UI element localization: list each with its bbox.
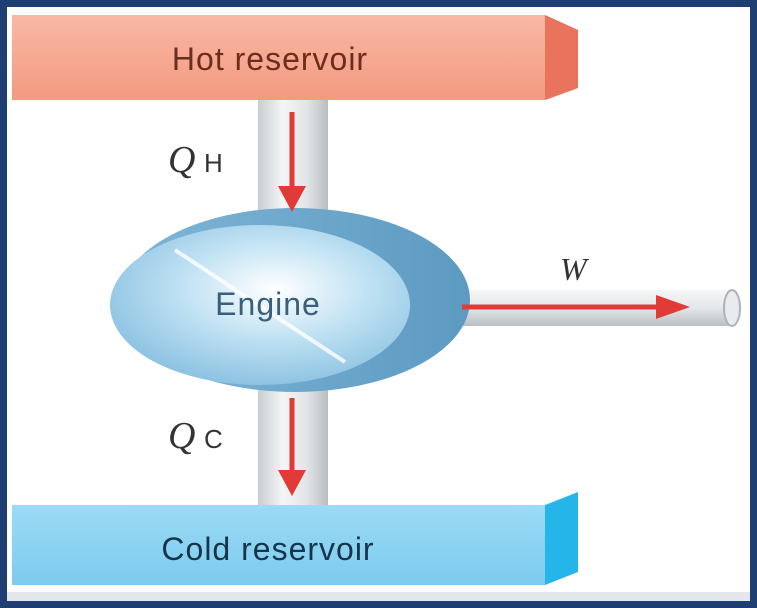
work-arrow bbox=[462, 295, 690, 319]
cold-reservoir-label: Cold reservoir bbox=[161, 531, 374, 567]
hot-reservoir: Hot reservoir bbox=[12, 15, 578, 100]
heat-in-label: Q H bbox=[168, 139, 223, 181]
heat-out-symbol: Q bbox=[168, 415, 195, 457]
heat-out-subscript: C bbox=[204, 424, 223, 454]
frame-inner-bar bbox=[7, 592, 750, 601]
heat-in-arrow bbox=[278, 112, 306, 212]
work-label: W bbox=[560, 251, 590, 287]
hot-reservoir-label: Hot reservoir bbox=[172, 41, 368, 77]
heat-out-arrow bbox=[278, 398, 306, 496]
engine-label: Engine bbox=[215, 286, 321, 322]
heat-in-symbol: Q bbox=[168, 139, 195, 181]
heat-out-label: Q C bbox=[168, 415, 223, 457]
engine: Engine bbox=[110, 208, 470, 392]
cold-reservoir: Cold reservoir bbox=[12, 492, 578, 585]
heat-in-subscript: H bbox=[204, 148, 223, 178]
